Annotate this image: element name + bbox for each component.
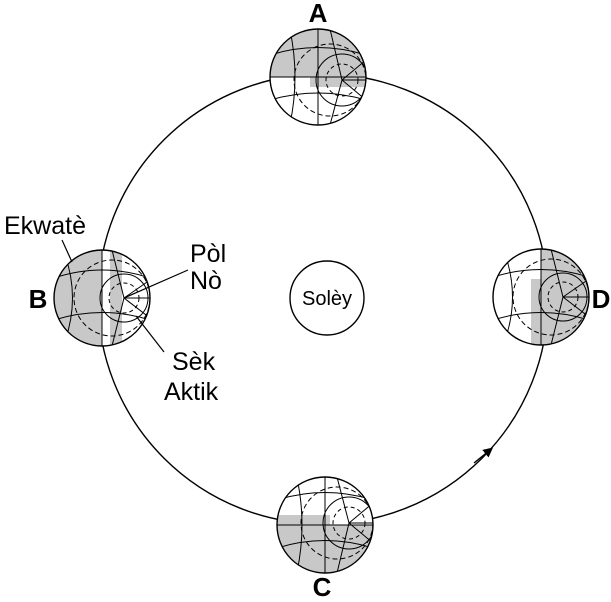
earth-position-b	[53, 249, 151, 347]
orbit-direction-arrow	[470, 436, 490, 448]
north-pole-pointer	[123, 269, 189, 299]
sun: Solèy	[289, 260, 365, 336]
position-label-a: A	[309, 0, 328, 28]
arctic-circle-pointer	[135, 315, 165, 353]
equator-label: Ekwatè	[4, 212, 86, 240]
earth-position-a	[269, 28, 367, 126]
arctic-circle-label-line1: Sèk	[172, 348, 216, 376]
position-label-b: B	[29, 284, 48, 314]
earth-position-d	[492, 248, 590, 346]
north-pole-label-line1: Pòl	[190, 240, 226, 268]
orbit-arrow	[473, 447, 494, 464]
arctic-circle-label-line2: Aktik	[164, 378, 219, 406]
earth-position-c	[276, 476, 374, 574]
position-label-d: D	[592, 284, 611, 314]
north-pole-label-line2: Nò	[190, 267, 222, 295]
sun-label: Solèy	[302, 288, 352, 310]
equator-pointer	[61, 239, 73, 263]
position-label-c: C	[313, 572, 332, 602]
